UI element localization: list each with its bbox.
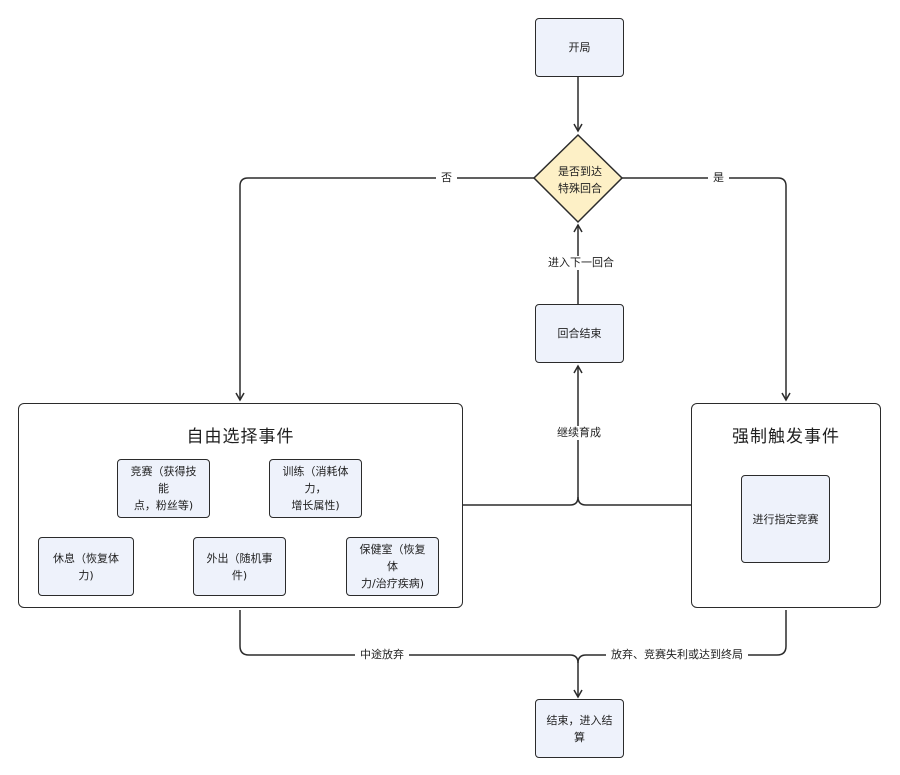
edge-label-finish: 放弃、竞赛失利或达到终局 [606,648,748,662]
event-infirmary-label: 保健室（恢复体 力/治疗疾病) [359,543,426,590]
decision-node-label: 是否到达 特殊回合 [558,165,602,195]
event-training[interactable]: 训练（消耗体力， 增长属性) [269,459,362,518]
event-competition-label: 竞赛（获得技能 点，粉丝等) [130,465,197,512]
event-assigned-competition[interactable]: 进行指定竞赛 [741,475,830,563]
start-node-label: 开局 [568,41,591,54]
edge-decision-yes [622,177,791,402]
edge-label-yes: 是 [708,171,729,185]
event-rest-label: 休息（恢复体力) [53,551,119,582]
edge-label-next-round: 进入下一回合 [543,256,619,270]
edge-forced-finish [577,610,787,664]
forced-event-group-title: 强制触发事件 [732,427,840,447]
end-node[interactable]: 结束，进入结算 [535,699,624,758]
event-training-label: 训练（消耗体力， 增长属性) [282,465,349,512]
event-outing[interactable]: 外出（随机事件) [193,537,286,596]
edge-free-quit [239,610,579,664]
event-rest[interactable]: 休息（恢复体力) [38,537,134,596]
edge-decision-no [235,177,534,402]
edge-forced-continue [577,496,691,506]
edge-label-continue: 继续育成 [552,426,606,440]
free-choice-group-title: 自由选择事件 [186,427,295,447]
round-end-node-label: 回合结束 [557,327,602,340]
event-outing-label: 外出（随机事件) [206,551,273,582]
edge-label-no: 否 [436,171,457,185]
end-node-label: 结束，进入结算 [546,713,613,744]
event-assigned-competition-label: 进行指定竞赛 [752,512,819,526]
start-node[interactable]: 开局 [535,18,624,77]
edge-free-continue [463,496,579,506]
edge-label-quit: 中途放弃 [355,648,409,662]
event-competition[interactable]: 竞赛（获得技能 点，粉丝等) [117,459,210,518]
event-infirmary[interactable]: 保健室（恢复体 力/治疗疾病) [346,537,439,596]
decision-diamond [532,133,624,224]
round-end-node[interactable]: 回合结束 [535,304,624,363]
decision-node[interactable]: 是否到达 特殊回合 [537,160,623,200]
